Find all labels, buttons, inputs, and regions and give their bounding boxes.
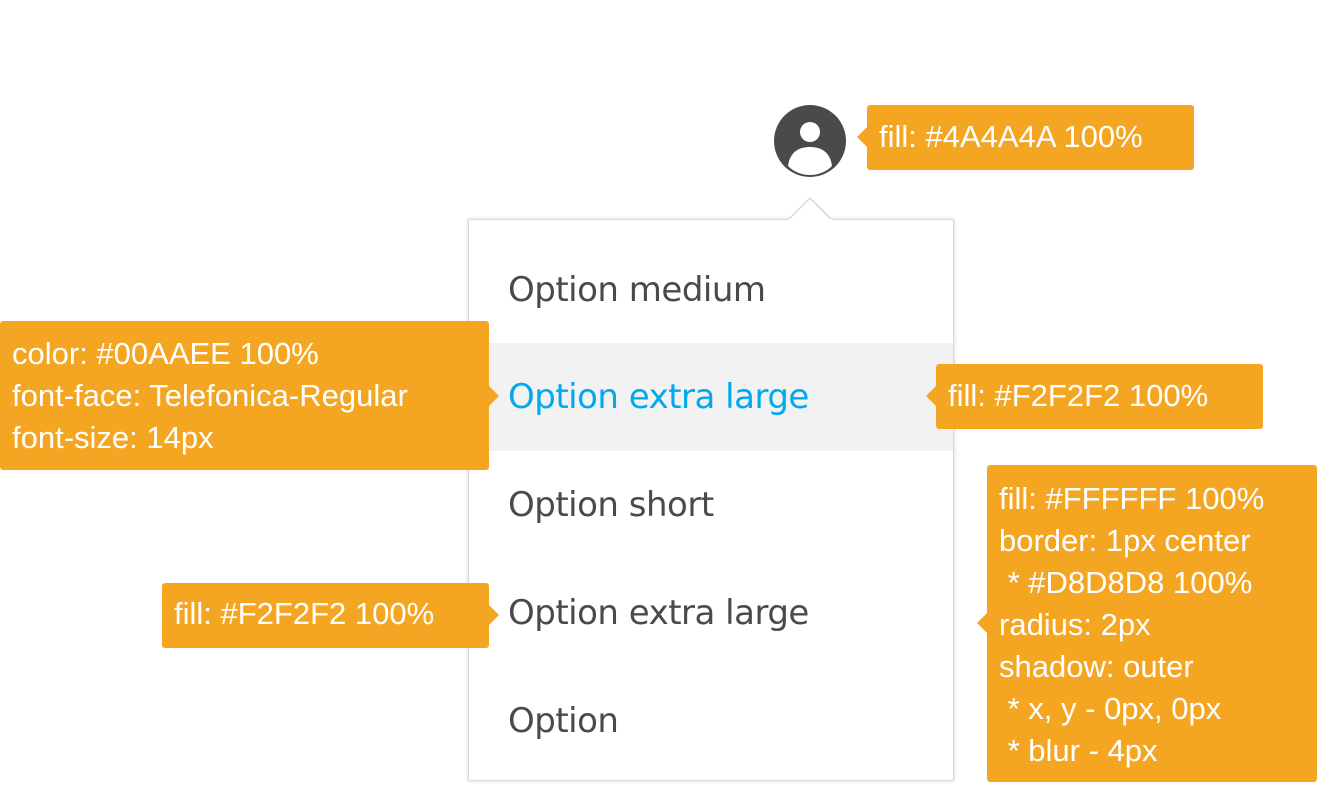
annotation-text: fill: #F2F2F2 100% (174, 596, 435, 631)
annotation-text: radius: 2px (999, 607, 1151, 642)
dropdown-menu: Option medium Option extra large Option … (468, 219, 954, 781)
dropdown-caret (788, 197, 832, 221)
user-icon (788, 122, 832, 175)
annotation-text: border: 1px center (999, 523, 1251, 558)
avatar[interactable] (774, 105, 846, 177)
annotation-text: * #D8D8D8 100% (999, 565, 1253, 600)
annotation-text: fill: #F2F2F2 100% (948, 378, 1209, 413)
annotation-item-fill: fill: #F2F2F2 100% (162, 583, 499, 648)
menu-item-option-extra-large[interactable]: Option extra large (508, 593, 809, 633)
annotation-avatar-fill: fill: #4A4A4A 100% (857, 105, 1194, 170)
annotation-text: fill: #4A4A4A 100% (879, 119, 1143, 154)
annotation-panel-style: fill: #FFFFFF 100% border: 1px center * … (977, 465, 1317, 782)
menu-item-option-extra-large-hover[interactable]: Option extra large (469, 343, 953, 451)
annotation-hover-fill: fill: #F2F2F2 100% (926, 364, 1263, 429)
annotation-text: font-size: 14px (12, 420, 214, 455)
menu-item-option[interactable]: Option (508, 701, 619, 741)
menu-item-option-medium[interactable]: Option medium (508, 270, 766, 310)
annotation-text: fill: #FFFFFF 100% (999, 481, 1265, 516)
annotation-text: * blur - 4px (999, 733, 1158, 768)
annotation-hover-text-style: color: #00AAEE 100% font-face: Telefonic… (0, 321, 499, 470)
menu-item-option-short[interactable]: Option short (508, 485, 714, 525)
annotation-text: * x, y - 0px, 0px (999, 691, 1222, 726)
annotation-text: shadow: outer (999, 649, 1194, 684)
annotation-text: color: #00AAEE 100% (12, 336, 319, 371)
annotation-text: font-face: Telefonica-Regular (12, 378, 408, 413)
